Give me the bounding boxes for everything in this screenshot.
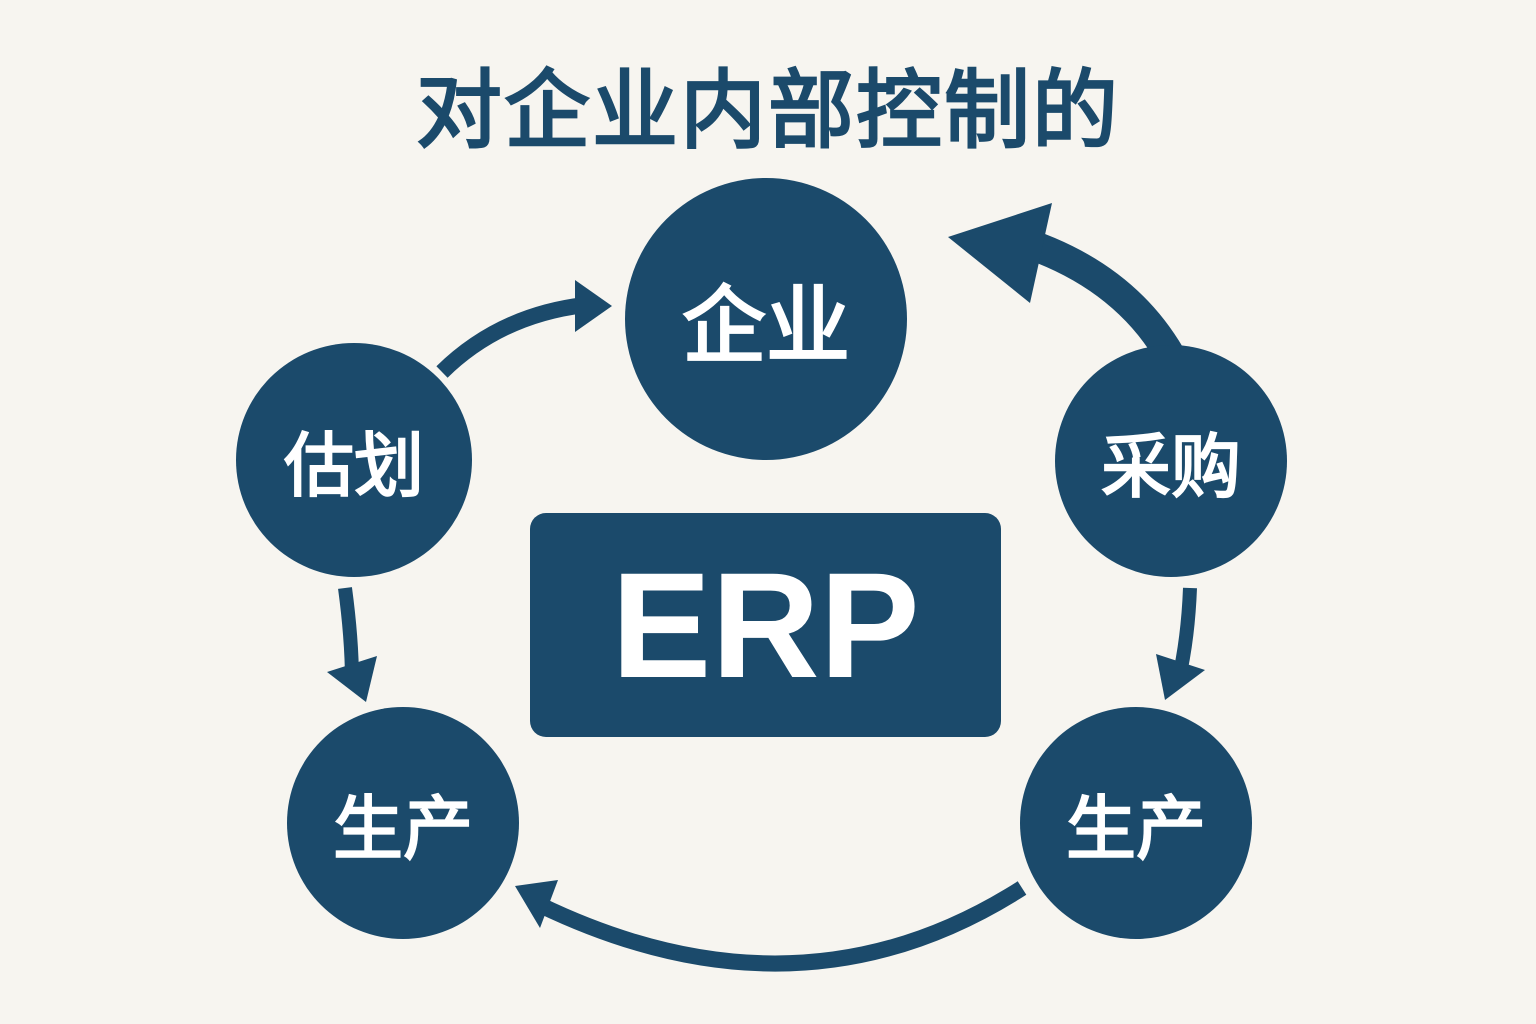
arrow-left-to-top: [436, 297, 586, 378]
node-procurement: 采购: [1055, 345, 1287, 577]
arrow-bottom: [536, 881, 1027, 972]
node-production-left: 生产: [287, 707, 519, 939]
arrowhead-bottom: [515, 880, 558, 928]
node-production-right: 生产: [1020, 707, 1252, 939]
arrowhead-right-down: [1156, 654, 1205, 700]
node-planning: 估划: [236, 343, 472, 577]
diagram-title: 对企业内部控制的: [416, 61, 1120, 161]
arrowhead-top-right: [948, 203, 1052, 303]
arrowhead-top-left: [575, 280, 612, 332]
erp-center-box: ERP: [530, 513, 1001, 737]
arrowhead-left-down: [327, 656, 377, 702]
node-enterprise: 企业: [625, 178, 907, 460]
